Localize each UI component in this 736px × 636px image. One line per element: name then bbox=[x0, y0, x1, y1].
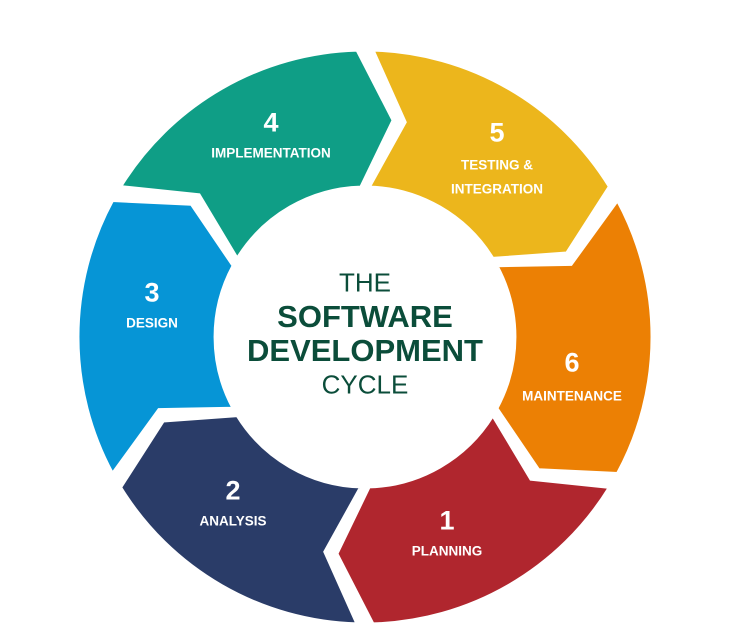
center-title-cycle: CYCLE bbox=[321, 369, 409, 400]
stage-1-number: 1 bbox=[439, 505, 455, 536]
stage-5-label-line2: INTEGRATION bbox=[451, 181, 543, 197]
stage-2-label: ANALYSIS bbox=[199, 513, 267, 529]
stage-3-segment bbox=[76, 198, 236, 477]
stage-1-label: PLANNING bbox=[411, 543, 483, 559]
stage-6-label: MAINTENANCE bbox=[522, 388, 622, 404]
stage-2-number: 2 bbox=[225, 475, 241, 506]
center-title-the: THE bbox=[339, 267, 391, 298]
stage-4-number: 4 bbox=[263, 107, 279, 138]
center-title-development: DEVELOPMENT bbox=[247, 333, 483, 368]
stage-3-label: DESIGN bbox=[126, 315, 178, 331]
stage-6-number: 6 bbox=[564, 347, 580, 378]
stage-3-number: 3 bbox=[144, 277, 160, 308]
stage-2-segment bbox=[118, 414, 364, 626]
stage-5-label: TESTING & bbox=[460, 157, 534, 173]
stage-5-number: 5 bbox=[489, 117, 505, 148]
stage-6-segment bbox=[494, 197, 654, 476]
stage-1-segment bbox=[335, 412, 612, 626]
center-title-software: SOFTWARE bbox=[277, 299, 453, 334]
stage-4-label: IMPLEMENTATION bbox=[211, 145, 331, 161]
stage-5-segment bbox=[366, 48, 612, 260]
stage-4-segment bbox=[118, 48, 395, 262]
